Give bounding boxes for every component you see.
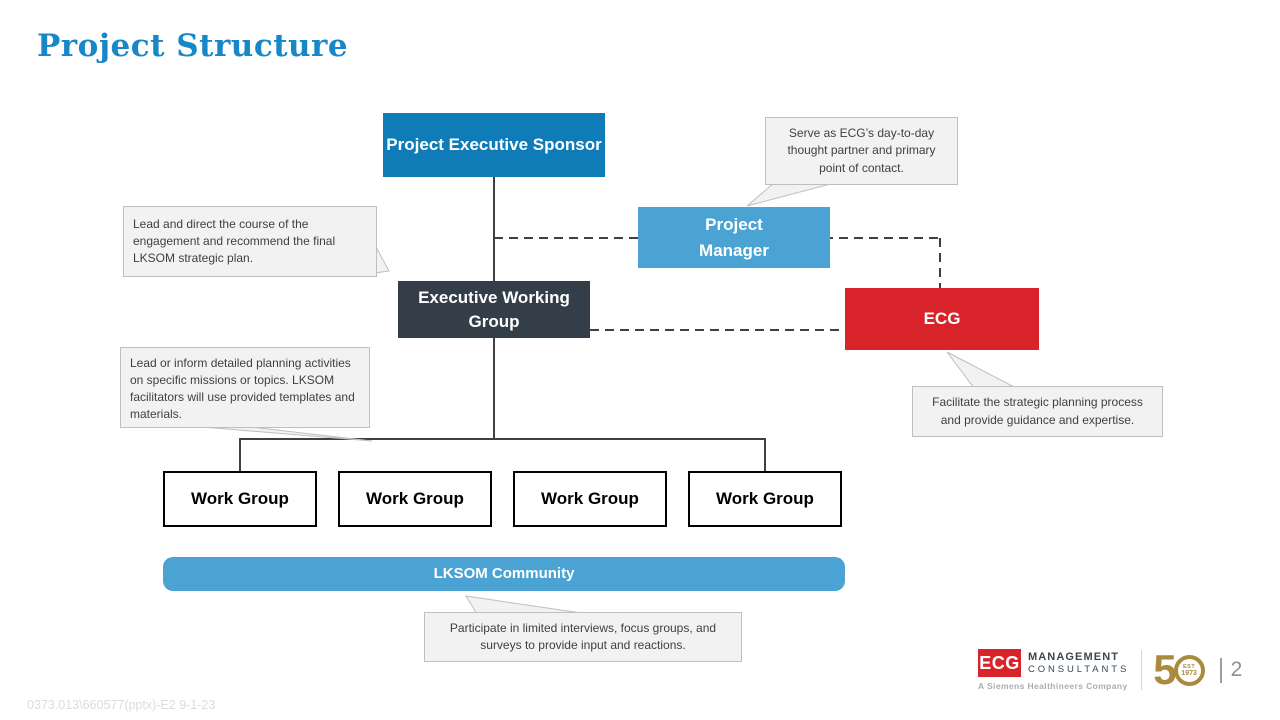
node-label: Work Group [541,489,639,508]
callout-lksom-community: Participate in limited interviews, focus… [424,612,742,662]
page-title: Project Structure [37,28,349,64]
node-label: Work Group [366,489,464,508]
badge-est: EST [1182,663,1196,670]
logo-divider [1141,650,1143,690]
callout-text: Lead or inform detailed planning activit… [130,356,355,422]
brand-footer: ECG MANAGEMENT CONSULTANTS A Siemens Hea… [978,645,1242,695]
callout-tail-pm [746,181,839,207]
document-reference: 0373.013\660577(pptx)-E2 9-1-23 [27,698,216,712]
callout-text: Serve as ECG’s day-to-day thought partne… [787,126,936,175]
ecg-logo-row: ECG MANAGEMENT CONSULTANTS [978,649,1129,677]
node-ecg: ECG [845,288,1039,350]
ecg-logo-mark: ECG [978,649,1021,677]
callout-text: Participate in limited interviews, focus… [449,620,717,652]
node-lksom-community: LKSOM Community [163,557,845,591]
node-executive-working-group: Executive Working Group [398,281,590,338]
node-label: ECG [923,309,961,329]
ecg-logo-name: MANAGEMENT CONSULTANTS [1028,651,1129,675]
node-label: LKSOM Community [433,564,575,582]
callout-tail-ecg [946,351,1017,389]
callout-project-manager: Serve as ECG’s day-to-day thought partne… [765,117,958,185]
logo-name-line2: CONSULTANTS [1028,664,1130,675]
node-label: Work Group [716,489,814,508]
node-project-manager: Project Manager [638,207,830,268]
est-1973-ring-icon: EST 1973 [1173,654,1205,686]
node-work-group-3: Work Group [513,471,667,527]
ecg-logo: ECG MANAGEMENT CONSULTANTS A Siemens Hea… [978,649,1129,691]
logo-tagline: A Siemens Healthineers Company [978,681,1128,691]
badge-year: 1973 [1181,669,1197,677]
node-label: Work Group [191,489,289,508]
page-number-divider [1219,657,1222,683]
logo-name-line1: MANAGEMENT [1028,651,1120,663]
callout-text: Lead and direct the course of the engage… [133,216,336,266]
node-project-executive-sponsor: Project Executive Sponsor [383,113,605,177]
callout-text: Facilitate the strategic planning proces… [932,395,1143,427]
node-label: Executive Working Group [418,287,570,331]
anniversary-digit: 5 [1153,646,1177,693]
node-label: Project Manager [699,215,769,260]
callout-ecg: Facilitate the strategic planning proces… [912,386,1163,437]
page-number: 2 [1230,658,1243,681]
anniversary-50-badge: 5 EST 1973 [1153,646,1205,693]
node-work-group-1: Work Group [163,471,317,527]
callout-executive-working-group: Lead and direct the course of the engage… [123,206,377,277]
callout-work-groups: Lead or inform detailed planning activit… [120,347,370,428]
node-label: Project Executive Sponsor [386,135,602,155]
callout-tail-ewg [374,244,390,274]
node-work-group-4: Work Group [688,471,842,527]
node-work-group-2: Work Group [338,471,492,527]
